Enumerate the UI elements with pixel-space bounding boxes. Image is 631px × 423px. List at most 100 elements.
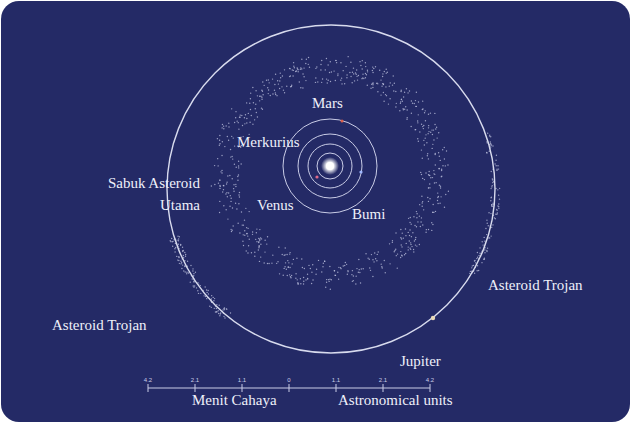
asteroid-dot bbox=[272, 93, 273, 94]
trojan-dot bbox=[172, 241, 173, 242]
axis-label: Menit Cahaya bbox=[192, 389, 277, 411]
asteroid-dot bbox=[394, 251, 395, 252]
asteroid-dot bbox=[239, 196, 240, 197]
asteroid-dot bbox=[284, 266, 285, 267]
asteroid-dot bbox=[254, 252, 255, 253]
asteroid-dot bbox=[293, 62, 294, 63]
asteroid-dot bbox=[244, 219, 245, 220]
asteroid-dot bbox=[381, 267, 382, 268]
asteroid-dot bbox=[244, 117, 245, 118]
asteroid-dot bbox=[275, 74, 276, 75]
trojan-dot bbox=[499, 188, 500, 189]
asteroid-dot bbox=[284, 255, 285, 256]
asteroid-dot bbox=[300, 87, 301, 88]
asteroid-dot bbox=[275, 94, 276, 95]
asteroid-dot bbox=[355, 275, 356, 276]
scale-number: 1.1 bbox=[238, 377, 246, 384]
asteroid-dot bbox=[412, 103, 413, 104]
asteroid-dot bbox=[446, 150, 447, 151]
asteroid-dot bbox=[239, 192, 240, 193]
asteroid-dot bbox=[411, 100, 412, 101]
trojan-dot bbox=[206, 292, 207, 293]
asteroid-dot bbox=[359, 269, 360, 270]
asteroid-dot bbox=[248, 113, 249, 114]
trojan-dot bbox=[185, 254, 186, 255]
asteroid-dot bbox=[237, 223, 238, 224]
asteroid-dot bbox=[329, 279, 330, 280]
trojan-dot bbox=[486, 250, 487, 251]
asteroid-dot bbox=[428, 127, 429, 128]
asteroid-dot bbox=[432, 134, 433, 135]
jupiter-planet bbox=[431, 316, 435, 320]
asteroid-dot bbox=[289, 253, 290, 254]
trojan-dot bbox=[484, 249, 485, 250]
asteroid-dot bbox=[219, 212, 220, 213]
asteroid-dot bbox=[408, 218, 409, 219]
trojan-dot bbox=[498, 203, 499, 204]
asteroid-dot bbox=[340, 62, 341, 63]
asteroid-dot bbox=[258, 242, 259, 243]
asteroid-dot bbox=[372, 66, 373, 67]
trojan-dot bbox=[492, 185, 493, 186]
trojan-dot bbox=[494, 163, 495, 164]
trojan-dot bbox=[474, 260, 475, 261]
asteroid-dot bbox=[334, 275, 335, 276]
asteroid-dot bbox=[333, 70, 334, 71]
asteroid-dot bbox=[246, 250, 247, 251]
asteroid-dot bbox=[253, 102, 254, 103]
asteroid-dot bbox=[305, 80, 306, 81]
trojan-dot bbox=[475, 262, 476, 263]
trojan-dot bbox=[180, 261, 181, 262]
asteroid-dot bbox=[373, 261, 374, 262]
asteroid-dot bbox=[438, 132, 439, 133]
asteroid-dot bbox=[385, 94, 386, 95]
asteroid-dot bbox=[416, 92, 417, 93]
trojan-dot bbox=[495, 160, 496, 161]
trojan-dot bbox=[469, 273, 470, 274]
mars-planet bbox=[341, 120, 344, 123]
trojan-dot bbox=[170, 240, 171, 241]
asteroid-dot bbox=[217, 158, 218, 159]
asteroid-dot bbox=[411, 246, 412, 247]
asteroid-dot bbox=[264, 251, 265, 252]
asteroid-dot bbox=[419, 131, 420, 132]
trojan-dot bbox=[491, 204, 492, 205]
asteroid-dot bbox=[407, 246, 408, 247]
asteroid-dot bbox=[290, 75, 291, 76]
asteroid-dot bbox=[425, 232, 426, 233]
asteroid-dot bbox=[304, 268, 305, 269]
trojan-dot bbox=[488, 212, 489, 213]
asteroid-dot bbox=[228, 126, 229, 127]
trojan-dot bbox=[492, 182, 493, 183]
asteroid-dot bbox=[362, 60, 363, 61]
trojan-dot bbox=[471, 267, 472, 268]
scale-number: 2.1 bbox=[379, 377, 387, 384]
asteroid-dot bbox=[371, 84, 372, 85]
asteroid-dot bbox=[346, 77, 347, 78]
asteroid-dot bbox=[389, 98, 390, 99]
asteroid-dot bbox=[299, 81, 300, 82]
asteroid-dot bbox=[400, 101, 401, 102]
asteroid-dot bbox=[293, 259, 294, 260]
asteroid-dot bbox=[289, 267, 290, 268]
asteroid-dot bbox=[284, 69, 285, 70]
asteroid-dot bbox=[285, 262, 286, 263]
asteroid-dot bbox=[243, 234, 244, 235]
asteroid-dot bbox=[316, 268, 317, 269]
asteroid-dot bbox=[326, 279, 327, 280]
asteroid-dot bbox=[438, 168, 439, 169]
asteroid-dot bbox=[235, 186, 236, 187]
asteroid-dot bbox=[344, 265, 345, 266]
asteroid-dot bbox=[268, 82, 269, 83]
trojan-dot bbox=[491, 186, 492, 187]
asteroid-dot bbox=[321, 271, 322, 272]
asteroid-dot bbox=[217, 165, 218, 166]
asteroid-dot bbox=[288, 266, 289, 267]
asteroid-dot bbox=[405, 235, 406, 236]
trojan-dot bbox=[207, 290, 208, 291]
asteroid-dot bbox=[272, 78, 273, 79]
trojan-dot bbox=[170, 241, 171, 242]
asteroid-dot bbox=[279, 273, 280, 274]
asteroid-dot bbox=[266, 243, 267, 244]
asteroid-dot bbox=[377, 83, 378, 84]
